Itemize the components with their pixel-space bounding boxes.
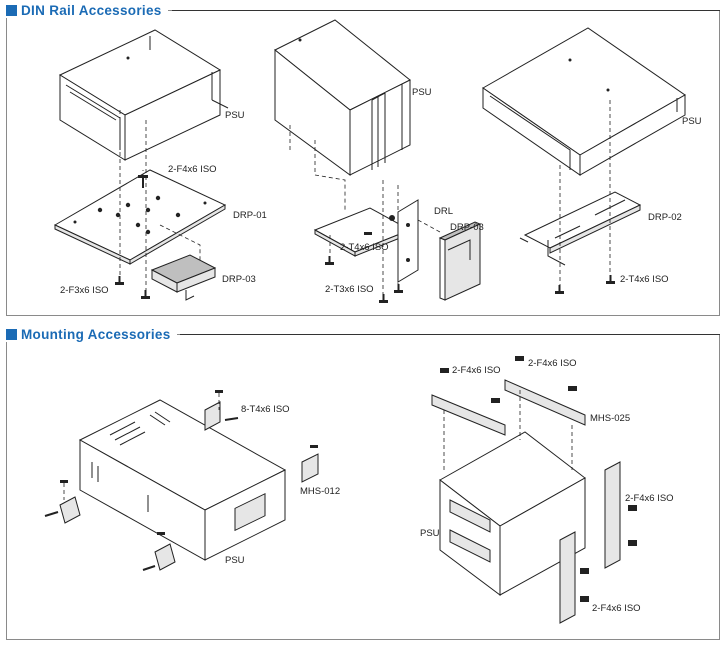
- blue-square-icon: [6, 4, 17, 16]
- psu-b-drawing: [274, 19, 411, 176]
- label-screw-f4-b: 2-F4x6 ISO: [528, 358, 577, 369]
- drp03-clip-a-drawing: [150, 254, 217, 301]
- drp03-plate-b-drawing: [313, 199, 419, 283]
- label-screw-f4-a: 2-F4x6 ISO: [452, 365, 501, 376]
- label-drl: DRL: [434, 206, 453, 217]
- label-screw-t4-c: 2-T4x6 ISO: [620, 274, 669, 285]
- label-mhs025: MHS-025: [590, 413, 630, 424]
- mhs025-brackets: [431, 379, 621, 624]
- psu-e-drawing: [439, 431, 586, 596]
- label-drp03-b: DRP-03: [450, 222, 484, 233]
- drl-rail-drawing: [438, 221, 482, 301]
- psu-d-drawing: [78, 399, 287, 561]
- blue-square-icon: [6, 328, 17, 340]
- drp02-rail-drawing: [519, 191, 642, 266]
- label-screw-f4-d: 2-F4x6 ISO: [592, 603, 641, 614]
- din-c-screws: [555, 275, 615, 294]
- din-c-guide-lines: [559, 100, 611, 290]
- mounting-title: Mounting Accessories: [21, 326, 171, 342]
- label-psu-a: PSU: [225, 110, 245, 121]
- label-drp01: DRP-01: [233, 210, 267, 221]
- din-b-screws: [325, 215, 403, 303]
- din-rail-title: DIN Rail Accessories: [21, 2, 162, 18]
- label-drp02: DRP-02: [648, 212, 682, 223]
- mhs012-brackets: [59, 401, 319, 571]
- psu-c-drawing: [482, 27, 686, 176]
- label-screw-t4-b: 2-T4x6 ISO: [340, 242, 389, 253]
- label-screw-f3: 2-F3x6 ISO: [60, 285, 109, 296]
- din-rail-header-line: [172, 10, 720, 11]
- label-psu-b: PSU: [412, 87, 432, 98]
- label-drp03-a: DRP-03: [222, 274, 256, 285]
- label-screw-t3: 2-T3x6 ISO: [325, 284, 374, 295]
- label-psu-d: PSU: [225, 555, 245, 566]
- mounting-e-screws: [440, 356, 637, 602]
- label-psu-e: PSU: [420, 528, 440, 539]
- label-mhs012: MHS-012: [300, 486, 340, 497]
- din-a-guide-lines: [119, 110, 201, 292]
- label-screw-f4-c: 2-F4x6 ISO: [625, 493, 674, 504]
- din-a-screws: [115, 175, 150, 299]
- drp01-plate-drawing: [53, 169, 227, 265]
- mounting-header-line: [180, 334, 720, 335]
- psu-a-drawing: [58, 29, 229, 161]
- din-rail-header: DIN Rail Accessories: [6, 2, 168, 18]
- label-screw-8t4: 8-T4x6 ISO: [241, 404, 290, 415]
- mounting-d-screws: [44, 390, 318, 571]
- mounting-header: Mounting Accessories: [6, 326, 177, 342]
- label-screw-f4-top: 2-F4x6 ISO: [168, 164, 217, 175]
- label-psu-c: PSU: [682, 116, 702, 127]
